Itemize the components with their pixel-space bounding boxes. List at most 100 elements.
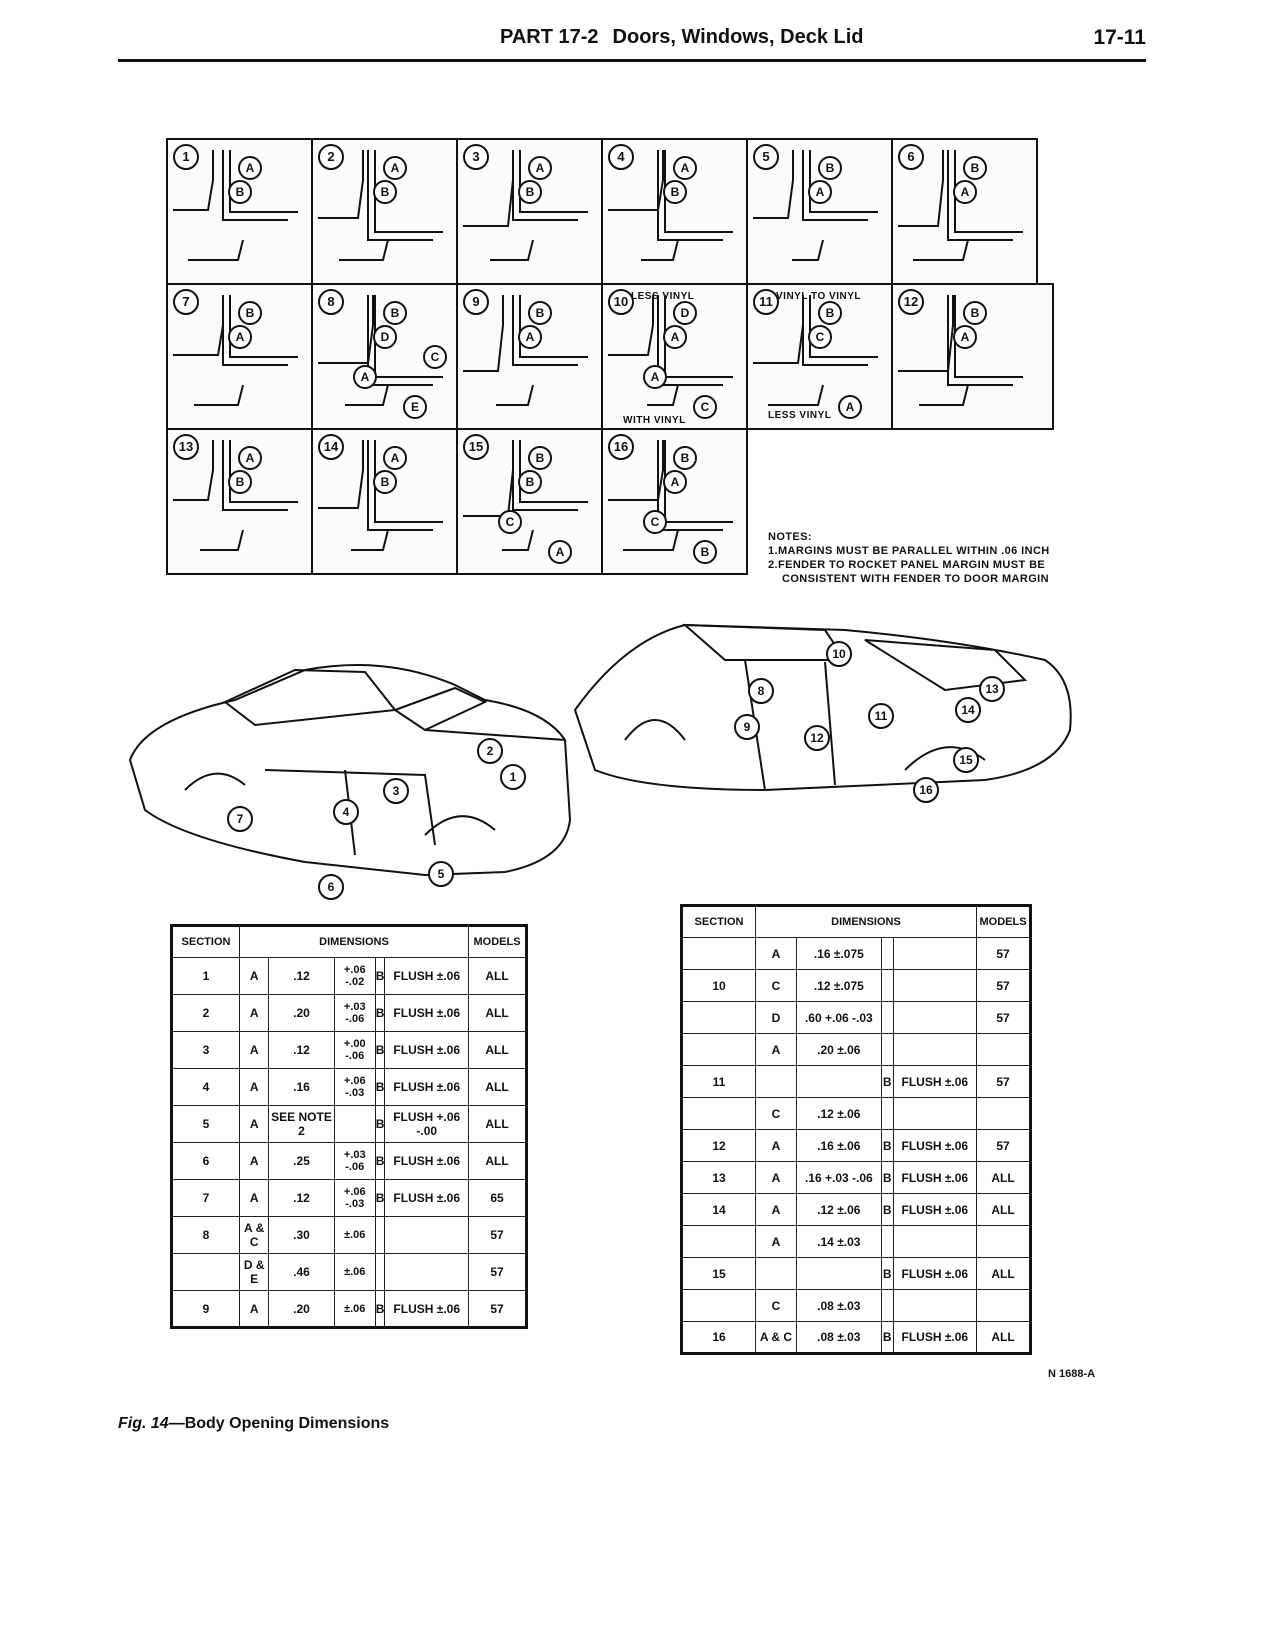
dimension-label: A bbox=[238, 446, 262, 470]
table-cell: .25 bbox=[268, 1142, 335, 1180]
dimension-label: A bbox=[838, 395, 862, 419]
table-cell: A bbox=[238, 1068, 270, 1106]
notes-title: NOTES: bbox=[768, 531, 812, 543]
table-cell: 13 bbox=[681, 1161, 756, 1194]
table-cell bbox=[880, 1225, 894, 1258]
detail-number: 6 bbox=[898, 144, 924, 170]
table-cell: FLUSH ±.06 bbox=[384, 994, 469, 1032]
table-cell: B bbox=[880, 1161, 894, 1194]
table-cell: ALL bbox=[468, 1068, 527, 1106]
detail-drawing bbox=[173, 295, 298, 406]
table-cell: B bbox=[880, 1065, 894, 1098]
table-cell bbox=[880, 969, 894, 1002]
table-cell: C bbox=[755, 969, 797, 1002]
dimension-label: B bbox=[383, 301, 407, 325]
table-cell: FLUSH ±.06 bbox=[892, 1161, 978, 1194]
dimension-label: D bbox=[673, 301, 697, 325]
detail-drawing bbox=[318, 440, 443, 551]
dimension-label: A bbox=[383, 446, 407, 470]
table-cell: .16 ±.06 bbox=[795, 1129, 882, 1162]
dimension-label: B bbox=[818, 156, 842, 180]
table-cell: 65 bbox=[468, 1179, 527, 1217]
table-cell bbox=[880, 1097, 894, 1130]
table-cell bbox=[880, 1033, 894, 1066]
detail-note-text: VINYL TO VINYL bbox=[776, 291, 861, 302]
table-cell: ALL bbox=[468, 994, 527, 1032]
detail-number: 5 bbox=[753, 144, 779, 170]
dimension-label: B bbox=[693, 540, 717, 564]
table-row: A.20 ±.06 bbox=[681, 1033, 1031, 1066]
dimension-label: B bbox=[528, 446, 552, 470]
table-cell: +.03 -.06 bbox=[333, 994, 376, 1032]
table-cell: +.03 -.06 bbox=[333, 1142, 376, 1180]
table-cell bbox=[976, 1225, 1031, 1258]
section-callout-10: 10 bbox=[826, 641, 852, 667]
table-cell: B bbox=[880, 1257, 894, 1290]
table-cell: .20 bbox=[268, 1290, 335, 1328]
table-cell: B bbox=[374, 1068, 386, 1106]
detail-number: 13 bbox=[173, 434, 199, 460]
table-cell: +.06 -.03 bbox=[333, 1179, 376, 1217]
table-cell: .12 bbox=[268, 957, 335, 995]
table-cell: .20 bbox=[268, 994, 335, 1032]
dimension-label: A bbox=[953, 325, 977, 349]
table-cell: A bbox=[238, 1179, 270, 1217]
table-cell bbox=[681, 937, 756, 970]
table-cell bbox=[880, 937, 894, 970]
detail-number: 12 bbox=[898, 289, 924, 315]
table-cell: 1 bbox=[171, 957, 240, 995]
table-cell: 57 bbox=[976, 969, 1031, 1002]
dimension-label: B bbox=[818, 301, 842, 325]
table-cell bbox=[384, 1253, 469, 1291]
table-cell bbox=[374, 1216, 386, 1254]
table-cell: FLUSH ±.06 bbox=[892, 1065, 978, 1098]
detail-note-text: WITH VINYL bbox=[623, 415, 686, 426]
table-cell: .12 bbox=[268, 1179, 335, 1217]
table-cell bbox=[681, 1289, 756, 1322]
table-row: C.08 ±.03 bbox=[681, 1289, 1031, 1322]
table-cell bbox=[880, 1289, 894, 1322]
section-callout-6: 6 bbox=[318, 874, 344, 900]
table-cell: B bbox=[374, 994, 386, 1032]
section-callout-16: 16 bbox=[913, 777, 939, 803]
table-cell: ALL bbox=[976, 1321, 1031, 1354]
section-callout-3: 3 bbox=[383, 778, 409, 804]
table-cell: +.06 -.02 bbox=[333, 957, 376, 995]
figure-caption-text: —Body Opening Dimensions bbox=[168, 1415, 390, 1432]
table-cell: 7 bbox=[171, 1179, 240, 1217]
col-models: MODELS bbox=[976, 905, 1031, 938]
dimension-label: B bbox=[673, 446, 697, 470]
table-cell: FLUSH ±.06 bbox=[384, 1179, 469, 1217]
detail-note-text: LESS VINYL bbox=[631, 291, 695, 302]
table-cell: +.06 -.03 bbox=[333, 1068, 376, 1106]
table-cell: ±.06 bbox=[333, 1216, 376, 1254]
table-cell bbox=[171, 1253, 240, 1291]
dimension-label: C bbox=[498, 510, 522, 534]
detail-drawing bbox=[173, 150, 298, 261]
table-cell: FLUSH ±.06 bbox=[384, 1068, 469, 1106]
col-section: SECTION bbox=[681, 905, 756, 938]
dimension-label: B bbox=[238, 301, 262, 325]
dimension-label: A bbox=[808, 180, 832, 204]
dimension-label: A bbox=[643, 365, 667, 389]
table-cell bbox=[681, 1225, 756, 1258]
table-cell: A & C bbox=[238, 1216, 270, 1254]
detail-drawing bbox=[463, 295, 588, 406]
table-cell: A bbox=[755, 1225, 797, 1258]
dimension-label: A bbox=[353, 365, 377, 389]
table-cell: ALL bbox=[976, 1257, 1031, 1290]
dimension-label: A bbox=[528, 156, 552, 180]
table-cell: A bbox=[755, 1193, 797, 1226]
table-cell bbox=[892, 1001, 978, 1034]
